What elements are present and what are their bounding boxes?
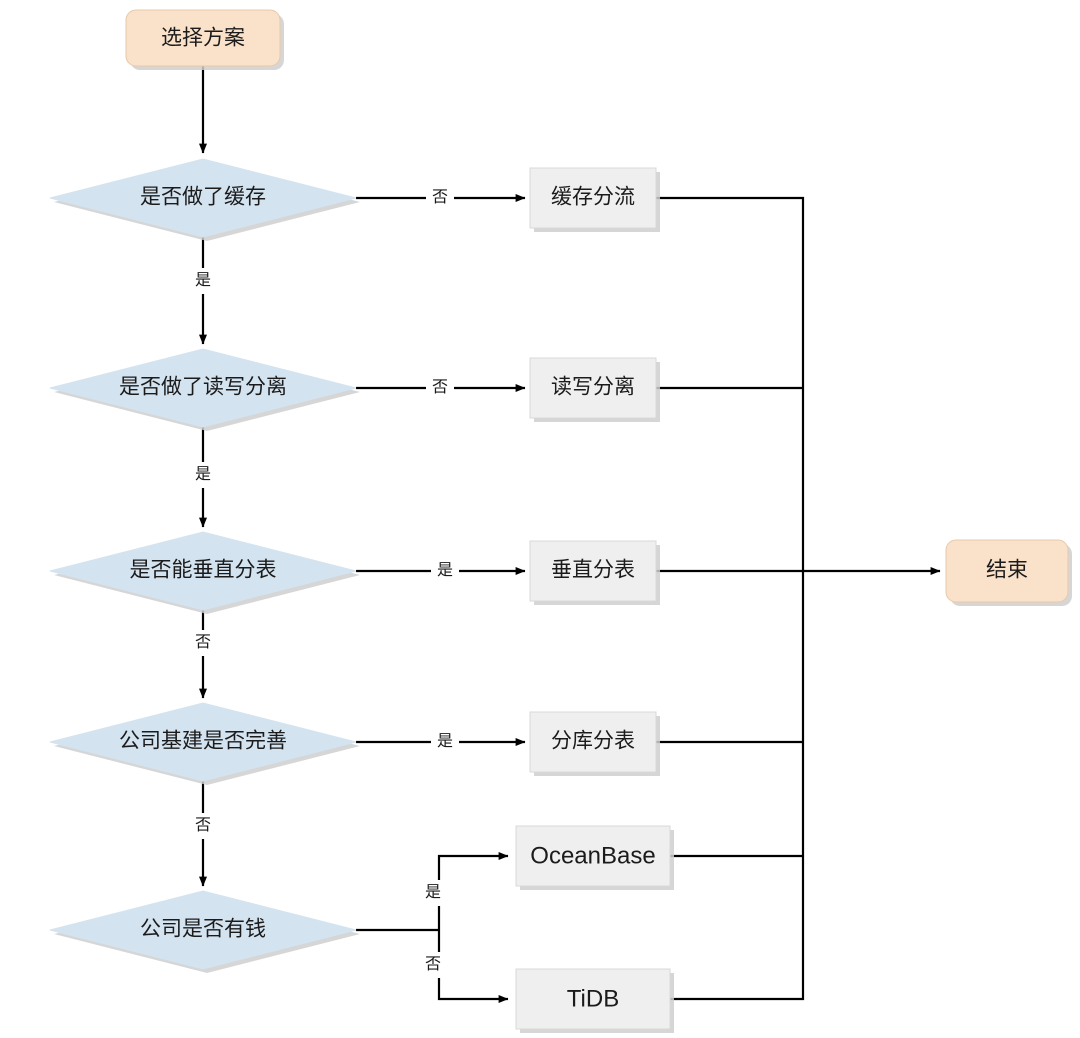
node-start[interactable]: 选择方案 [125,9,284,70]
edge-label-d4-yes-bg [431,729,459,755]
node-process-cache-offload-shape[interactable] [529,167,657,229]
edge-label-d1-yes-bg [189,268,217,294]
edge-label-d3-no-bg [189,630,217,656]
node-decision-budget-label: 公司是否有钱 [140,918,266,941]
node-process-readwrite-split-shape[interactable] [529,357,657,419]
edge-label-d3-yes-text: 是 [437,562,453,579]
node-decision-readwrite-shape[interactable] [49,348,357,428]
edge-labels-layer: 否 是 否 是 是 否 是 [189,185,459,978]
node-decision-cache-shape[interactable] [49,158,357,238]
node-decision-readwrite-label: 是否做了读写分离 [119,376,287,399]
node-process-cache-offload[interactable]: 缓存分流 [529,167,660,232]
edge-label-d4-yes: 是 [431,729,459,755]
edge-label-d1-yes-text: 是 [195,272,211,289]
edge-label-d1-no: 否 [426,185,454,211]
node-start-shape[interactable] [125,9,281,67]
edge-label-d2-no: 否 [426,375,454,401]
node-process-readwrite-split-label: 读写分离 [551,376,635,399]
edge-label-d3-no-text: 否 [195,634,211,651]
node-decision-vertical-split-label: 是否能垂直分表 [130,559,277,582]
edge-label-d3-no: 否 [189,630,217,656]
node-decision-vertical-split-shape[interactable] [49,531,357,611]
node-process-tidb[interactable]: TiDB [515,968,674,1033]
node-end[interactable]: 结束 [945,539,1072,606]
node-process-tidb-label: TiDB [567,985,619,1012]
node-start-label: 选择方案 [161,27,245,50]
edge-label-d5-no: 否 [419,952,447,978]
node-process-oceanbase[interactable]: OceanBase [515,825,674,890]
edge-label-d1-yes: 是 [189,268,217,294]
node-decision-infrastructure-label: 公司基建是否完善 [119,730,287,753]
edge-label-d2-no-text: 否 [432,379,448,396]
edge-label-d2-yes-text: 是 [195,466,211,483]
edge-label-d2-yes-bg [189,462,217,488]
node-end-label: 结束 [986,559,1028,582]
node-decision-readwrite[interactable]: 是否做了读写分离 [49,348,360,431]
edge-label-d2-yes: 是 [189,462,217,488]
edge-label-d5-yes-bg [419,880,447,906]
node-decision-budget[interactable]: 公司是否有钱 [49,890,360,973]
edge-label-d5-no-bg [419,952,447,978]
node-process-vertical-split-shape[interactable] [529,540,657,602]
edge-label-d4-no-text: 否 [195,817,211,834]
node-end-shape[interactable] [945,539,1069,603]
edge-label-d5-no-text: 否 [425,956,441,973]
edge-label-d3-yes-bg [431,558,459,584]
edge-d5-yes-to-oceanbase [437,852,509,930]
node-process-db-sharding[interactable]: 分库分表 [529,711,660,776]
node-process-tidb-shape[interactable] [515,968,671,1030]
node-process-db-sharding-label: 分库分表 [551,730,635,753]
node-decision-budget-shape[interactable] [49,890,357,970]
edge-label-d5-yes-text: 是 [425,884,441,901]
edge-cache-to-trunk [656,196,805,571]
node-process-vertical-split-label: 垂直分表 [551,559,635,582]
edge-label-d4-no: 否 [189,813,217,839]
node-decision-infrastructure-shape[interactable] [49,702,357,782]
edge-label-d3-yes: 是 [431,558,459,584]
edge-label-d1-no-bg [426,185,454,211]
node-decision-vertical-split[interactable]: 是否能垂直分表 [49,531,360,614]
edge-label-d4-yes-text: 是 [437,733,453,750]
edge-d5-no-to-tidb [437,930,509,1003]
node-process-oceanbase-label: OceanBase [530,842,655,869]
edge-label-d2-no-bg [426,375,454,401]
node-process-cache-offload-label: 缓存分流 [551,186,635,209]
node-process-oceanbase-shape[interactable] [515,825,671,887]
node-decision-cache-label: 是否做了缓存 [140,186,266,209]
edge-label-d1-no-text: 否 [432,189,448,206]
node-process-vertical-split[interactable]: 垂直分表 [529,540,660,605]
node-process-readwrite-split[interactable]: 读写分离 [529,357,660,422]
node-decision-cache[interactable]: 是否做了缓存 [49,158,360,241]
node-process-db-sharding-shape[interactable] [529,711,657,773]
edge-label-d4-no-bg [189,813,217,839]
node-decision-infrastructure[interactable]: 公司基建是否完善 [49,702,360,785]
edge-label-d5-yes: 是 [419,880,447,906]
edge-tidb-to-trunk [670,571,805,1001]
nodes-layer: 选择方案 是否做了缓存 是否做了读写分离 是否能垂直分表 [49,9,1072,1033]
